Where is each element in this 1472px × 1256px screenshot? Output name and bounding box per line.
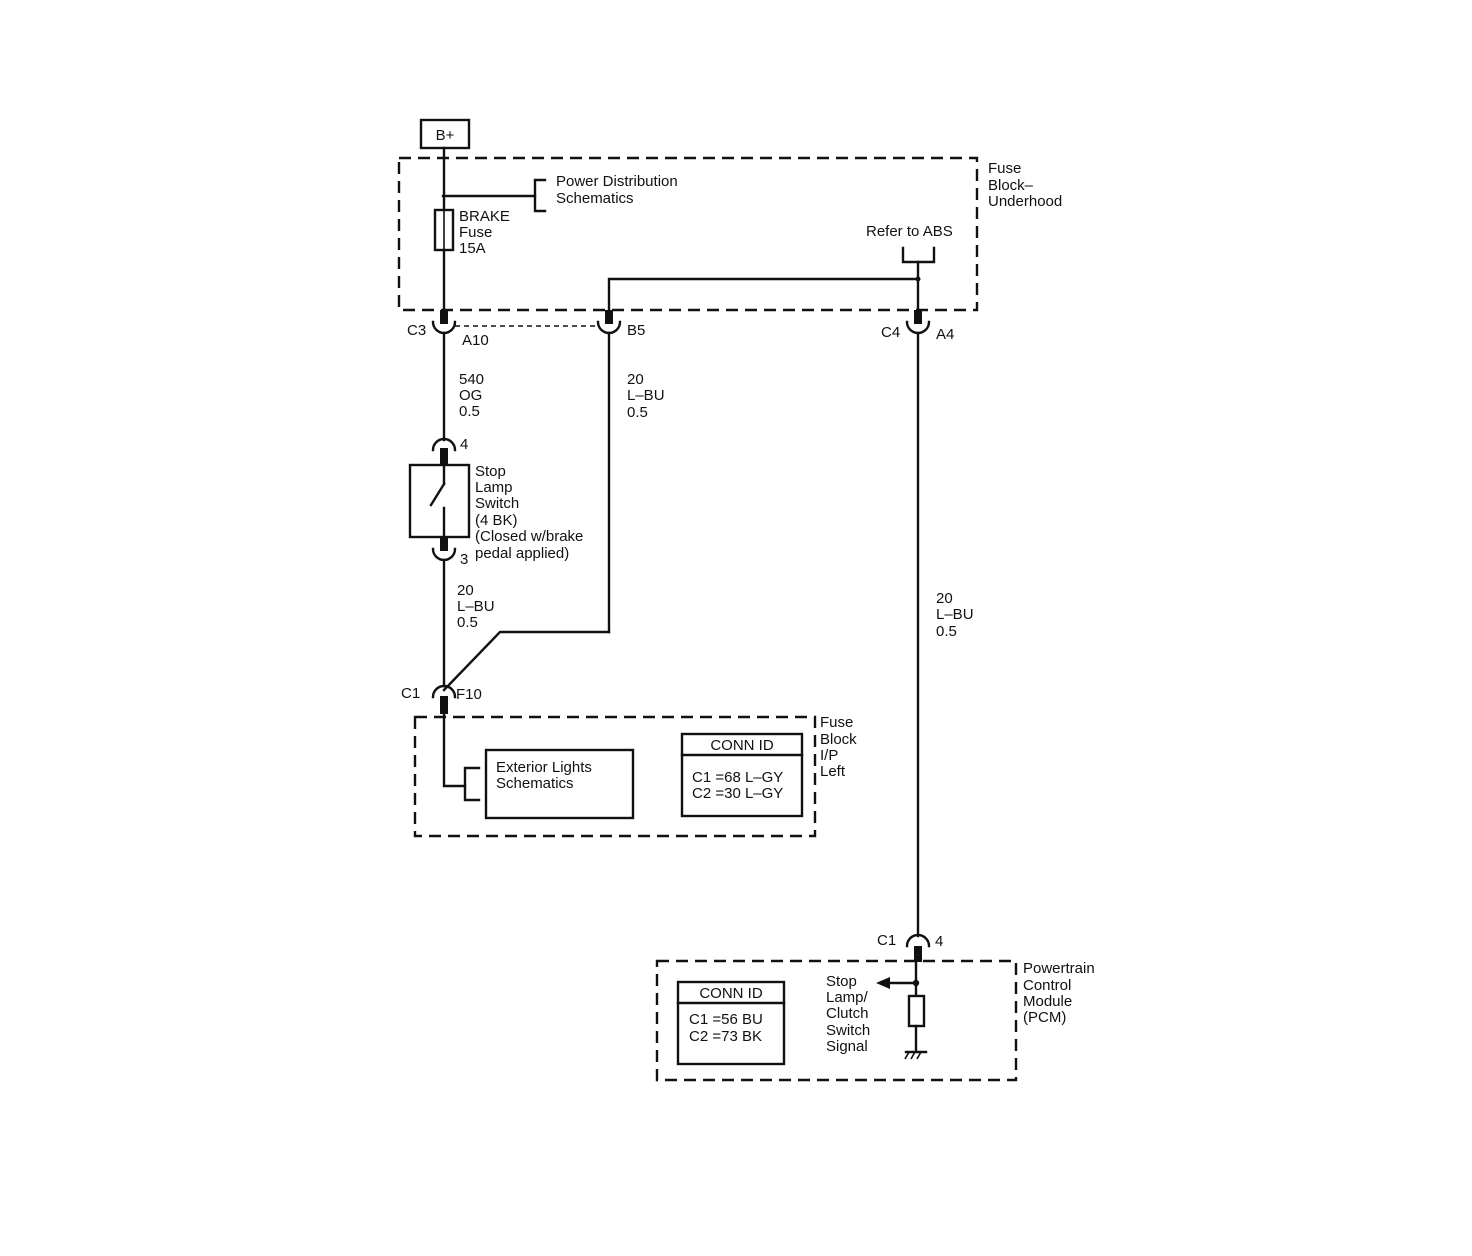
- connector-b5-label: B5: [627, 322, 645, 339]
- pcm-signal-label-2: Lamp/: [826, 989, 869, 1006]
- stop-lamp-switch: 4 3 Stop Lamp Switch (4 BK) (Closed w/br…: [408, 436, 583, 568]
- pcm-signal-label-3: Clutch: [826, 1005, 869, 1022]
- connector-f10-label: F10: [456, 686, 482, 703]
- pcm-label-2: Control: [1023, 977, 1071, 994]
- switch-label-4: (4 BK): [475, 512, 518, 529]
- connector-pcm-c1-label: C1: [877, 932, 896, 949]
- brake-fuse-label-3: 15A: [459, 240, 486, 257]
- ip-conn-id-title: CONN ID: [710, 737, 774, 754]
- powertrain-control-module: Powertrain Control Module (PCM) Stop Lam…: [655, 959, 1095, 1082]
- pcm-label-3: Module: [1023, 993, 1072, 1010]
- pcm-conn-id-row-2: C2 =73 BK: [689, 1028, 762, 1045]
- wire-540-label-3: 0.5: [459, 403, 480, 420]
- connector-c1-ip-label: C1: [401, 685, 420, 702]
- connector-c3-label: C3: [407, 322, 426, 339]
- pcm-label-4: (PCM): [1023, 1009, 1066, 1026]
- battery-source: B+: [419, 118, 471, 150]
- wire-switch-label-1: 20: [457, 582, 474, 599]
- fuse-block-ip-label-4: Left: [820, 763, 846, 780]
- signal-arrow-icon: [876, 977, 890, 989]
- switch-label-6: pedal applied): [475, 545, 569, 562]
- connector-a10-label: A10: [462, 332, 489, 349]
- brake-fuse-label-1: BRAKE: [459, 208, 510, 225]
- fuse-block-ip-label-3: I/P: [820, 747, 838, 764]
- battery-label: B+: [436, 127, 455, 144]
- power-distribution-label-2: Schematics: [556, 190, 634, 207]
- fuse-block-ip-left: Fuse Block I/P Left Exterior Lights Sche…: [413, 712, 857, 838]
- wire-540-label-2: OG: [459, 387, 482, 404]
- wire-pcm-label-3: 0.5: [936, 623, 957, 640]
- power-distribution-label-1: Power Distribution: [556, 173, 678, 190]
- fuse-block-underhood-boundary: [397, 156, 979, 312]
- refer-to-abs-label: Refer to ABS: [866, 223, 953, 240]
- switch-label-1: Stop: [475, 463, 506, 480]
- switch-label-3: Switch: [475, 495, 519, 512]
- pcm-conn-id-title: CONN ID: [699, 985, 763, 1002]
- fuse-block-ip-label-2: Block: [820, 731, 857, 748]
- brake-fuse-label-2: Fuse: [459, 224, 492, 241]
- connector-a4-label: A4: [936, 326, 954, 343]
- connector-pcm-pin4-label: 4: [935, 933, 943, 950]
- pcm-signal-label-4: Switch: [826, 1022, 870, 1039]
- ip-conn-id-row-1: C1 =68 L–GY: [692, 769, 783, 786]
- fuse-block-underhood-label-3: Underhood: [988, 193, 1062, 210]
- pull-down-resistor-icon: [907, 994, 926, 1028]
- wire-switch-label-2: L–BU: [457, 598, 495, 615]
- wire-switch-label-3: 0.5: [457, 614, 478, 631]
- connector-c1-f10-icon: [431, 684, 457, 699]
- pcm-label-1: Powertrain: [1023, 960, 1095, 977]
- wire-b5-label-3: 0.5: [627, 404, 648, 421]
- wire-b5-label-2: L–BU: [627, 387, 665, 404]
- pcm-signal-label-5: Signal: [826, 1038, 868, 1055]
- fuse-block-underhood-label-2: Block–: [988, 177, 1034, 194]
- wire-pcm-label-2: L–BU: [936, 606, 974, 623]
- switch-pin3-label: 3: [460, 551, 468, 568]
- pcm-boundary: [655, 959, 1018, 1082]
- stop-lamp-switch-box: [408, 463, 471, 539]
- wire-540-label-1: 540: [459, 371, 484, 388]
- exterior-lights-box: [484, 748, 635, 820]
- ground-icon: [904, 1050, 928, 1060]
- abs-bracket-icon: [901, 246, 936, 264]
- pcm-conn-id-table: CONN ID C1 =56 BU C2 =73 BK: [676, 980, 786, 1066]
- wire-pcm-label-1: 20: [936, 590, 953, 607]
- ip-conn-id-row-2: C2 =30 L–GY: [692, 785, 783, 802]
- connector-pcm-c1-icon: [905, 933, 931, 948]
- exterior-lights-bracket-icon: [463, 766, 481, 802]
- fuse-block-ip-label-1: Fuse: [820, 714, 853, 731]
- switch-label-2: Lamp: [475, 479, 513, 496]
- wire-b5-label-1: 20: [627, 371, 644, 388]
- fuse-block-ip-boundary: [413, 715, 817, 838]
- switch-contact-icon: [429, 482, 446, 507]
- switch-pin4-label: 4: [460, 436, 468, 453]
- connector-c4-label: C4: [881, 324, 900, 341]
- switch-pin4-connector-icon: [431, 437, 457, 452]
- fuse-block-underhood: Fuse Block– Underhood Power Distribution…: [397, 156, 1062, 312]
- fuse-block-underhood-label-1: Fuse: [988, 160, 1021, 177]
- ip-conn-id-table: CONN ID C1 =68 L–GY C2 =30 L–GY: [680, 732, 804, 818]
- power-distribution-bracket-icon: [533, 178, 547, 213]
- pcm-conn-id-row-1: C1 =56 BU: [689, 1011, 763, 1028]
- pcm-signal-label-1: Stop: [826, 973, 857, 990]
- exterior-lights-label-1: Exterior Lights: [496, 759, 592, 776]
- exterior-lights-label-2: Schematics: [496, 775, 574, 792]
- switch-label-5: (Closed w/brake: [475, 528, 583, 545]
